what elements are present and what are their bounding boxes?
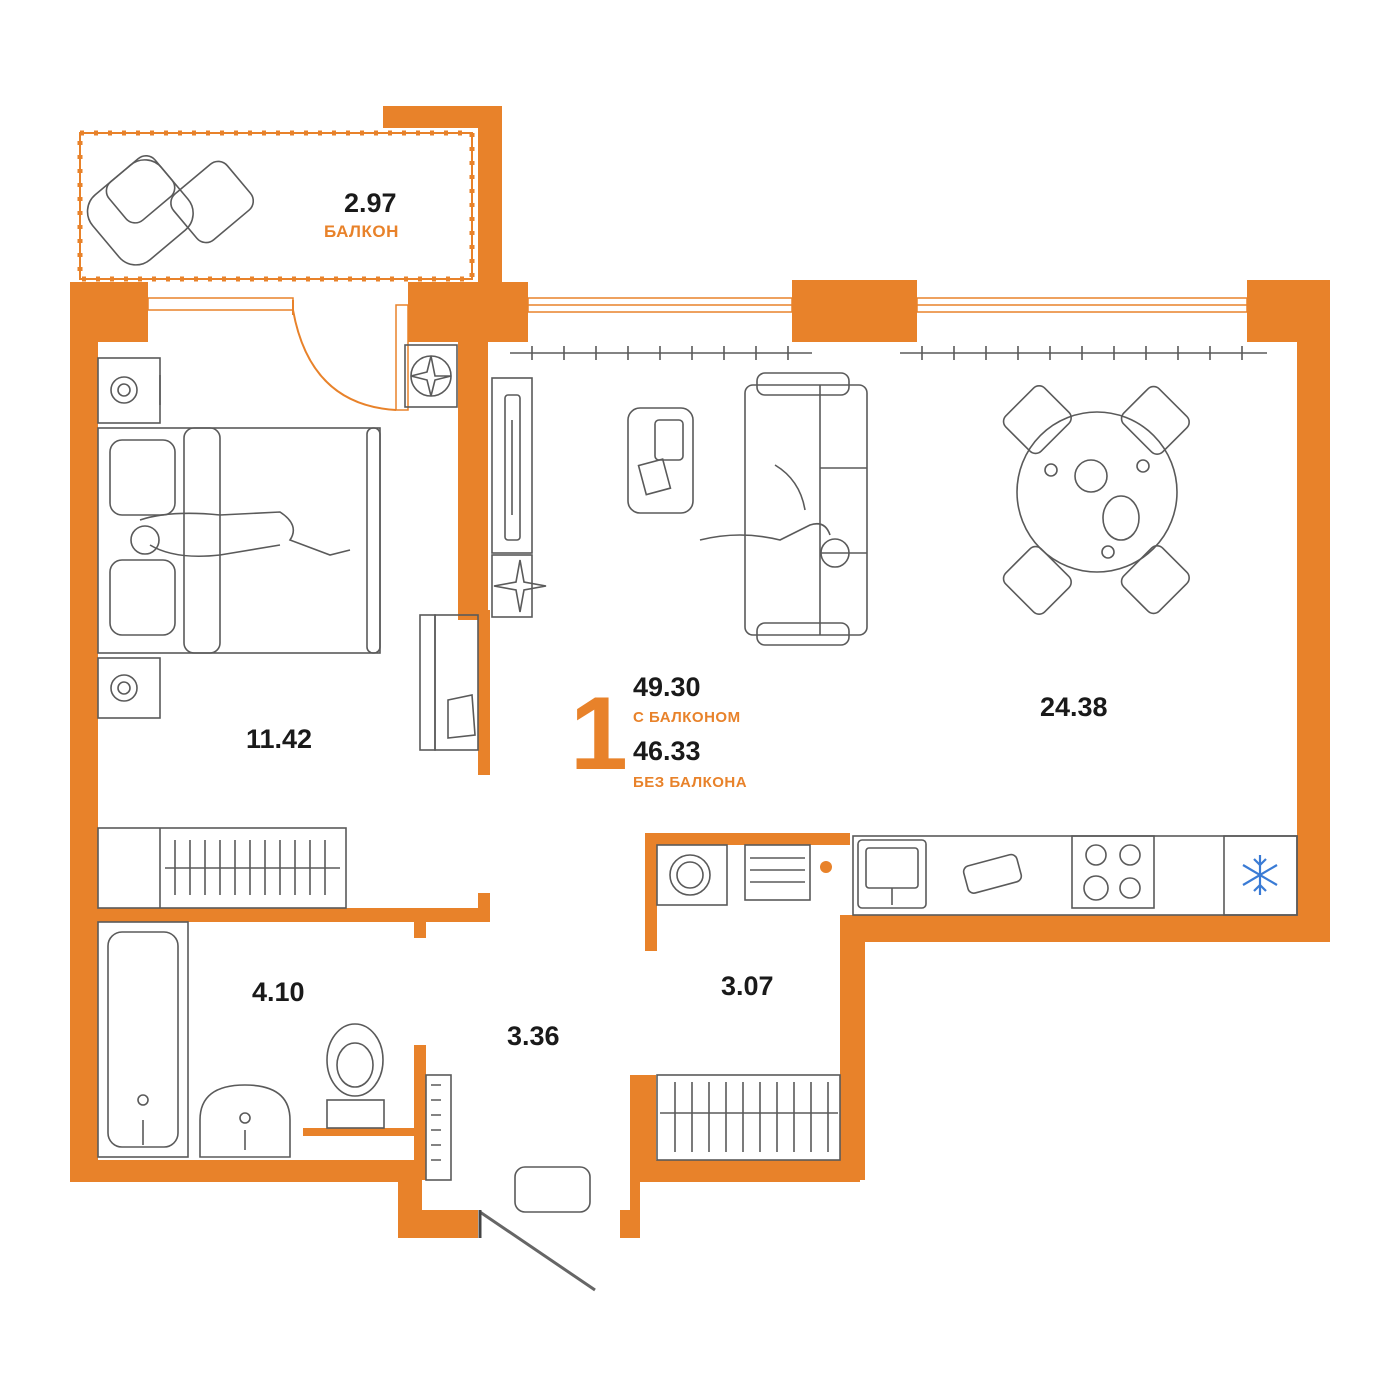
tv-icon: [491, 377, 533, 554]
plant-icon-living: [491, 554, 547, 618]
without-balcony-label: БЕЗ БАЛКОНА: [633, 774, 748, 791]
floor-drain-icon: [820, 861, 832, 873]
door-swing-icon: [292, 309, 397, 411]
nightstand-bottom: [97, 657, 161, 719]
plant-icon: [404, 344, 458, 408]
utility-area: 3.07: [721, 971, 774, 1001]
boiler-icon: [744, 844, 811, 901]
bathroom-area: 4.10: [252, 977, 305, 1007]
bedroom-area: 11.42: [246, 724, 313, 754]
balcony-railing: [77, 130, 475, 282]
total-without-balcony: 46.33: [633, 736, 701, 766]
curtain-rod: [510, 346, 1267, 360]
stove-icon: [1071, 835, 1155, 909]
entrance-door-icon: [479, 1210, 596, 1292]
with-balcony-label: С БАЛКОНОМ: [633, 709, 741, 726]
total-with-balcony: 49.30: [633, 672, 701, 702]
wardrobe-icon: [97, 827, 347, 909]
living-kitchen-area: 24.38: [1040, 692, 1108, 722]
fridge-snowflake-icon: [1242, 855, 1278, 895]
bathtub-icon: [97, 921, 189, 1158]
walls: [70, 106, 1330, 1238]
balcony-label: БАЛКОН: [324, 222, 399, 241]
sink-icon: [199, 1084, 291, 1158]
kitchen-counter: [852, 835, 1298, 916]
bed-icon: [97, 427, 381, 654]
coffee-table-icon: [627, 407, 694, 514]
utility-wardrobe-icon: [656, 1074, 841, 1161]
armchair-icon: [86, 155, 255, 266]
washing-machine-icon: [656, 844, 728, 906]
doormat-icon: [514, 1166, 591, 1213]
toilet-icon: [326, 1023, 385, 1129]
hallway-area: 3.36: [507, 1021, 560, 1051]
shoe-rack-icon: [425, 1074, 452, 1181]
cutting-board-icon: [962, 853, 1023, 894]
dining-table-icon: [1002, 385, 1190, 615]
sink-icon-kitchen: [857, 839, 927, 909]
balcony-area: 2.97: [344, 188, 397, 218]
sofa-icon: [699, 372, 868, 646]
nightstand-top: [97, 357, 161, 424]
rooms-count: 1: [570, 676, 628, 792]
desk-icon: [419, 614, 479, 751]
